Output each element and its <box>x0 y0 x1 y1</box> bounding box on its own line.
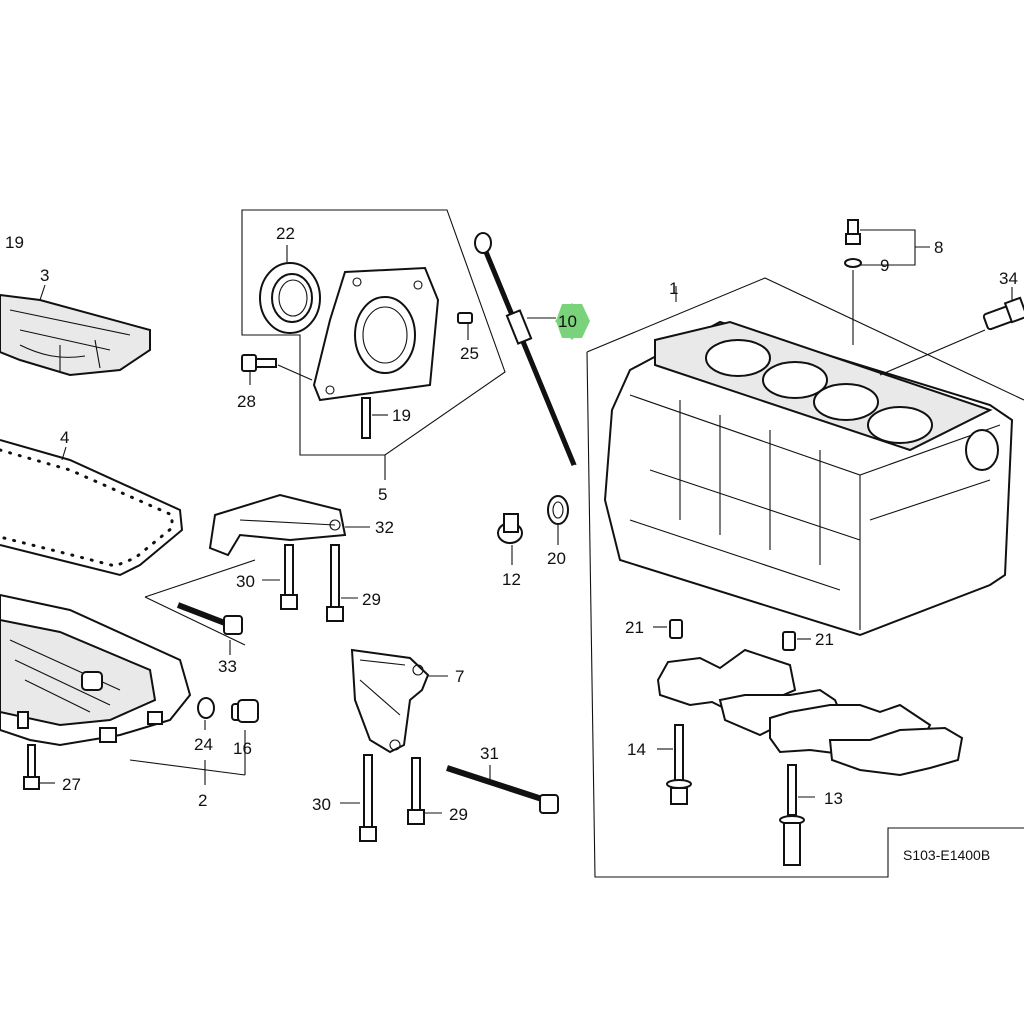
callout-13: 13 <box>824 789 843 808</box>
bolt-33 <box>176 602 243 635</box>
oil-seal-housing <box>312 266 440 402</box>
bearing-caps <box>656 648 964 777</box>
bolt-28 <box>241 354 277 372</box>
callout-31: 31 <box>480 744 499 763</box>
dowel-pin-25 <box>457 312 473 324</box>
cylinder-block <box>603 320 1014 637</box>
bolt-30-bottom <box>359 754 377 842</box>
washer-9 <box>844 258 862 268</box>
callout-27: 27 <box>62 775 81 794</box>
callout-24: 24 <box>194 735 213 754</box>
stiffener-bracket-7 <box>350 648 430 754</box>
washer-24 <box>197 697 215 719</box>
callout-21-right: 21 <box>815 630 834 649</box>
callout-33: 33 <box>218 657 237 676</box>
dowel-pin-21-right <box>782 631 796 651</box>
dipstick-10 <box>474 232 577 466</box>
callout-19-left: 19 <box>5 233 24 252</box>
callout-8: 8 <box>934 238 943 257</box>
callout-14: 14 <box>627 740 646 759</box>
callout-25: 25 <box>460 344 479 363</box>
oil-pan <box>0 593 192 747</box>
oil-jet-bolt-8 <box>845 219 861 245</box>
callout-4: 4 <box>60 428 69 447</box>
callout-7: 7 <box>455 667 464 686</box>
callout-12: 12 <box>502 570 521 589</box>
bolt-14 <box>666 724 692 805</box>
callout-19-center: 19 <box>392 406 411 425</box>
callout-21-left: 21 <box>625 618 644 637</box>
callout-29-bottom: 29 <box>449 805 468 824</box>
callout-32: 32 <box>375 518 394 537</box>
callout-2: 2 <box>198 791 207 810</box>
callout-20: 20 <box>547 549 566 568</box>
sealing-washer-20 <box>547 495 569 525</box>
figure-code: S103-E1400B <box>903 847 990 863</box>
callout-30-top: 30 <box>236 572 255 591</box>
callout-16: 16 <box>233 739 252 758</box>
oil-seal-22 <box>259 262 321 334</box>
callout-28: 28 <box>237 392 256 411</box>
bolt-29-bottom <box>407 757 425 825</box>
callout-22: 22 <box>276 224 295 243</box>
drain-plug-16 <box>231 699 259 723</box>
bolt-31 <box>446 765 559 814</box>
bolt-30-top <box>280 544 298 610</box>
callout-3: 3 <box>40 266 49 285</box>
callout-29-top: 29 <box>362 590 381 609</box>
stiffener-bracket-32 <box>208 493 347 557</box>
oil-pan-gasket <box>0 439 184 577</box>
stud-bolt-19-center <box>361 397 371 439</box>
drain-bolt-12 <box>497 513 523 544</box>
bolt-29-top <box>326 544 344 622</box>
bolt-27 <box>23 744 40 790</box>
bolt-13 <box>779 764 805 866</box>
callout-5: 5 <box>378 485 387 504</box>
callout-9: 9 <box>880 256 889 275</box>
callout-30-bottom: 30 <box>312 795 331 814</box>
oil-pressure-switch-34 <box>982 296 1024 331</box>
baffle-plate <box>0 293 151 377</box>
callout-10: 10 <box>558 312 577 331</box>
dowel-pin-21-left <box>669 619 683 639</box>
callout-34: 34 <box>999 269 1018 288</box>
callout-1: 1 <box>669 279 678 298</box>
